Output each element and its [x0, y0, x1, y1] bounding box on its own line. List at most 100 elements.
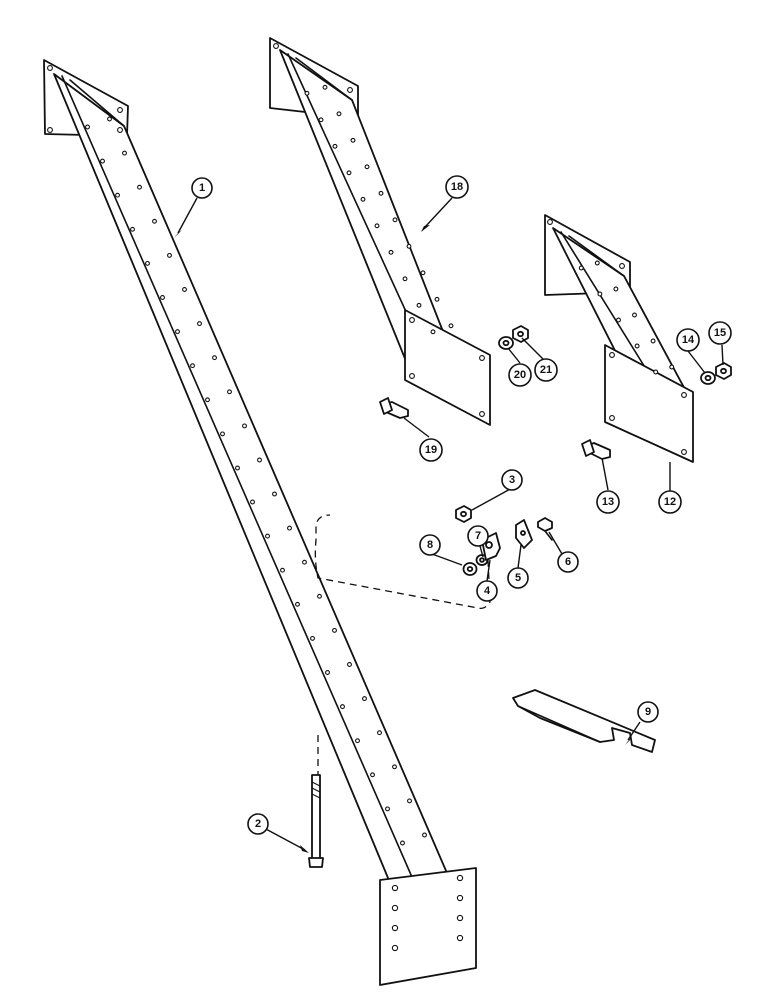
bolt-hole — [235, 465, 240, 471]
bolt-hole — [332, 627, 337, 633]
bottom-flange-holes — [391, 874, 464, 952]
bolt-hole — [265, 533, 270, 539]
nut-part-8 — [462, 562, 478, 576]
bolt-part-13 — [581, 439, 611, 460]
beam-part-1 — [43, 59, 477, 986]
callout-18-label: 18 — [451, 181, 463, 193]
bolt-hole — [317, 593, 322, 599]
bolt-hole — [167, 252, 172, 258]
bolt-hole — [448, 323, 454, 329]
nut-part-20 — [498, 336, 514, 350]
bolt-hole — [434, 296, 440, 302]
bolt-hole — [392, 217, 398, 223]
callout-8: 8 — [419, 534, 441, 556]
beam-part-18 — [269, 37, 491, 426]
bolt-hole — [392, 764, 397, 770]
bolt-hole — [325, 670, 330, 675]
bolt-hole — [287, 525, 292, 531]
callout-9: 9 — [637, 701, 659, 723]
bolt-hole — [85, 124, 90, 130]
bolt-hole — [280, 567, 285, 573]
bolt-part-2 — [308, 735, 324, 868]
nut-part-14 — [700, 371, 716, 385]
bolt-hole — [137, 184, 142, 190]
bolt-hole — [578, 265, 584, 271]
bolt-hole — [370, 772, 375, 778]
bolt-part-6 — [537, 517, 553, 541]
bolt-hole — [175, 329, 180, 335]
bolt-hole — [650, 338, 656, 344]
callout-8-label: 8 — [427, 539, 433, 551]
bolt-hole — [350, 137, 356, 143]
nut-part-3 — [455, 505, 472, 523]
bolt-hole — [160, 295, 165, 300]
callout-13-label: 13 — [602, 496, 614, 508]
bolt-hole — [322, 84, 328, 90]
callout-19-label: 19 — [425, 444, 437, 456]
bolt-hole — [250, 499, 255, 505]
callout-19: 19 — [419, 438, 443, 462]
bolt-hole — [197, 321, 202, 327]
bolt-hole — [310, 635, 315, 641]
bolt-hole — [227, 389, 232, 395]
clip-part-5 — [515, 519, 533, 549]
callout-3: 3 — [501, 469, 523, 491]
bolt-hole — [295, 601, 300, 607]
beam-18-plate-holes — [273, 43, 485, 417]
bolt-hole — [107, 116, 112, 122]
bolt-hole — [634, 343, 640, 349]
bolt-hole — [420, 270, 426, 276]
bolt-hole — [632, 312, 637, 318]
callout-21: 21 — [534, 358, 558, 382]
beam-part-18-holes — [304, 84, 454, 335]
bolt-hole — [318, 117, 324, 123]
bolt-hole — [360, 196, 366, 202]
bolt-hole — [422, 832, 427, 838]
bolt-hole — [594, 260, 600, 266]
bolt-hole — [669, 364, 675, 370]
callout-6-label: 6 — [565, 556, 571, 568]
bolt-hole — [242, 423, 247, 429]
assembly-path-dashed — [314, 514, 491, 610]
callout-7-label: 7 — [475, 530, 481, 542]
bolt-hole — [100, 158, 105, 164]
callout-13: 13 — [596, 490, 620, 514]
nut-part-21 — [512, 325, 529, 343]
callout-1-label: 1 — [199, 182, 205, 194]
leader-lines — [174, 197, 724, 853]
bolt-hole — [336, 111, 342, 117]
bolt-hole — [616, 317, 621, 323]
callout-21-label: 21 — [540, 364, 552, 376]
callout-14-label: 14 — [682, 334, 695, 346]
bolt-hole — [122, 150, 127, 156]
callout-15: 15 — [708, 321, 732, 345]
callout-2: 2 — [247, 813, 269, 835]
callout-20-label: 20 — [514, 369, 526, 381]
bolt-hole — [304, 90, 310, 96]
bolt-hole — [355, 738, 360, 744]
callout-12-label: 12 — [664, 496, 676, 508]
callout-14: 14 — [676, 328, 700, 352]
callout-6: 6 — [557, 551, 579, 573]
callout-12: 12 — [658, 490, 682, 514]
callout-15-label: 15 — [714, 327, 726, 339]
top-flange-holes — [47, 65, 123, 133]
bolt-hole — [257, 457, 262, 463]
beam-12-plate-holes — [547, 219, 687, 455]
beam-part-1-holes — [85, 116, 427, 846]
callout-4: 4 — [476, 580, 498, 602]
bolt-hole — [406, 243, 412, 249]
bolt-hole — [346, 170, 352, 176]
callout-2-label: 2 — [255, 818, 261, 830]
bolt-hole — [377, 730, 382, 736]
callout-7: 7 — [467, 525, 489, 547]
bolt-hole — [340, 704, 345, 710]
callout-9-label: 9 — [645, 706, 651, 718]
callout-1: 1 — [191, 177, 213, 199]
bolt-hole — [416, 302, 422, 308]
bolt-hole — [190, 363, 195, 369]
bolt-hole — [302, 559, 307, 565]
beam-part-12-holes — [578, 260, 675, 375]
callout-4-label: 4 — [484, 585, 491, 597]
